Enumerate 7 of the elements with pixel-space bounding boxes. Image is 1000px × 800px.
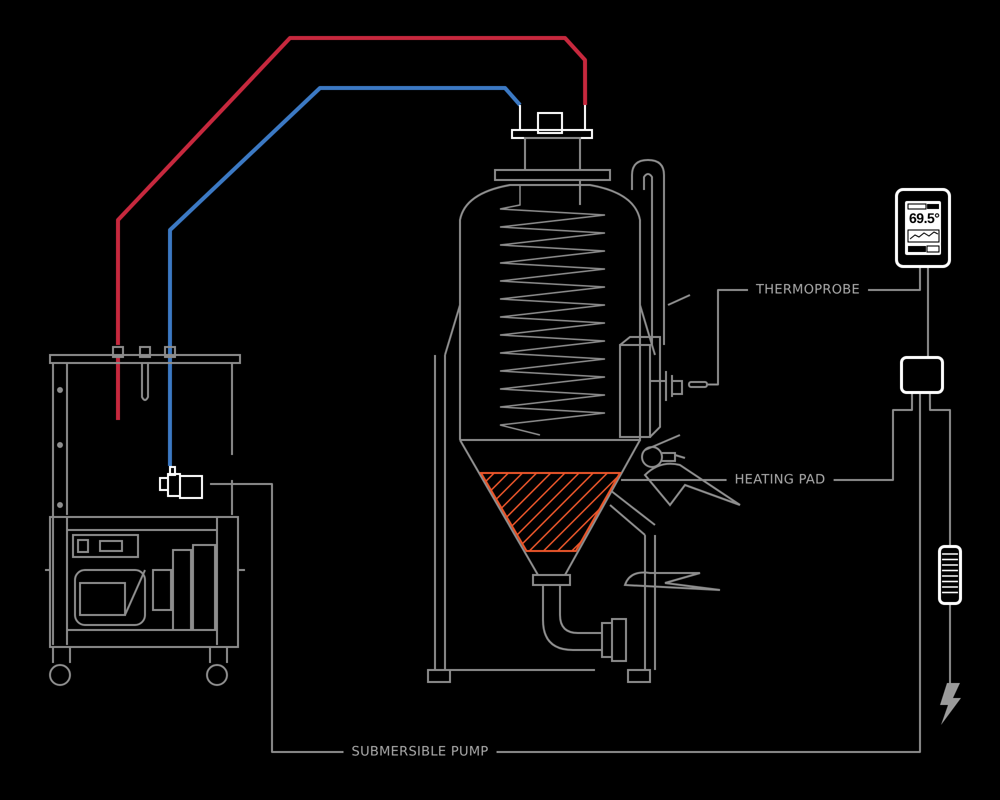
- hose: [168, 86, 522, 466]
- hose: [116, 36, 588, 345]
- cable-line: [949, 605, 951, 683]
- temperature-readout: 69.5°: [909, 210, 940, 226]
- cable-line: [926, 268, 929, 356]
- cable-line: [928, 394, 951, 545]
- controller-display: [895, 188, 951, 268]
